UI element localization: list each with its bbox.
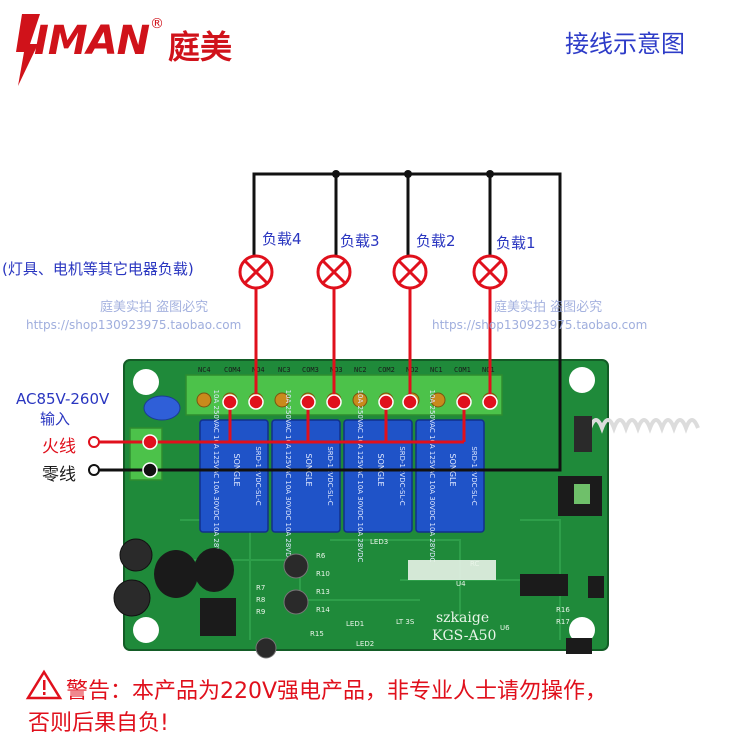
watermark-url: https://shop130923975.taobao.com	[432, 318, 648, 332]
board-label: R7	[256, 584, 265, 592]
board-label: R14	[316, 606, 330, 614]
board-label: R13	[316, 588, 330, 596]
terminal-label: NO3	[330, 366, 343, 374]
board-label: R15	[310, 630, 324, 638]
relay-3	[271, 419, 341, 533]
load-note: (灯具、电机等其它电器负载)	[2, 260, 194, 278]
relay-rating: 10A 250VAC 10A 125VAC 10A 30VDC 10A 28VD…	[428, 390, 436, 563]
board-label: LED3	[370, 538, 388, 546]
terminal-label: COM4	[224, 366, 241, 374]
jumper	[566, 638, 592, 654]
logo-text: IMAN	[34, 18, 150, 64]
push-button	[588, 576, 604, 598]
warning-line-1: 警告：本产品为220V强电产品，非专业人士请勿操作，	[66, 679, 608, 704]
neutral-wire-label: 零线	[42, 465, 76, 485]
terminal-label: NC1	[430, 366, 443, 374]
warning-message: 警告：本产品为220V强电产品，非专业人士请勿操作， 否则后果自负!	[28, 676, 732, 740]
board-label: R9	[256, 608, 265, 616]
spring-antenna	[588, 418, 700, 434]
board-label: U6	[500, 624, 510, 632]
ac-input-voltage: AC85V-260V	[16, 390, 110, 408]
relay-model: SRD-12VDC-SL-C	[254, 446, 262, 505]
diagram-title: 接线示意图	[565, 30, 685, 58]
board-brand: szkaige	[436, 610, 489, 626]
terminal-connection-dots	[142, 394, 498, 450]
safety-capacitor	[143, 395, 181, 421]
terminal-label: NO4	[252, 366, 265, 374]
terminal-label: NO1	[482, 366, 495, 374]
terminal-label: COM1	[454, 366, 471, 374]
lightning-icon	[16, 14, 40, 86]
board-label: R10	[316, 570, 330, 578]
board-label: R17	[556, 618, 570, 626]
live-wire-label: 火线	[42, 437, 76, 457]
watermark-text: 庭美实拍 盗图必究	[100, 300, 209, 315]
relay-group	[199, 419, 485, 533]
relay-4	[199, 419, 269, 533]
warning-line-2: 否则后果自负!	[28, 711, 169, 736]
lamp-load-2	[392, 254, 428, 290]
logo-registered-mark: ®	[150, 16, 164, 32]
load-label-4: 负载4	[262, 230, 302, 248]
board-label: RC	[470, 560, 480, 568]
live-input-terminal	[88, 436, 100, 448]
board-label: R8	[256, 596, 265, 604]
inductor-coil	[194, 548, 234, 592]
load-label-3: 负载3	[340, 232, 380, 250]
terminal-label: COM2	[378, 366, 395, 374]
logo-chinese-name: 庭美	[168, 28, 233, 66]
neutral-input-terminal	[88, 464, 100, 476]
relay-model: SRD-12VDC-SL-C	[398, 446, 406, 505]
terminal-label: NC3	[278, 366, 291, 374]
small-capacitor	[255, 637, 277, 659]
small-capacitor	[283, 553, 309, 579]
ic-chip	[520, 574, 568, 596]
terminal-label: NO2	[406, 366, 419, 374]
relay-1	[415, 419, 485, 533]
terminal-label: COM3	[302, 366, 319, 374]
red-load-wires	[254, 288, 492, 402]
lamp-load-3	[316, 254, 352, 290]
relay-model: SRD-12VDC-SL-C	[470, 446, 478, 505]
ic-footprint	[408, 560, 496, 580]
electrolytic-capacitor	[119, 538, 153, 572]
mount-hole	[569, 617, 595, 643]
watermark-text: 庭美实拍 盗图必究	[494, 300, 603, 315]
relay-model: SRD-12VDC-SL-C	[326, 446, 334, 505]
relay-rating: 10A 250VAC 10A 125VAC 10A 30VDC 10A 28VD…	[212, 390, 220, 563]
mount-hole	[569, 367, 595, 393]
relay-rating: 10A 250VAC 10A 125VAC 10A 30VDC 10A 28VD…	[284, 390, 292, 563]
black-wire-bus	[94, 172, 562, 472]
terminal-block	[185, 374, 503, 416]
relay-rating: 10A 250VAC 10A 125VAC 10A 30VDC 10A 28VD…	[356, 390, 364, 563]
terminal-label-group: NC4 COM4 NO4 NC3 COM3 NO3 NC2 COM2 NO2 N…	[198, 366, 495, 374]
mount-hole	[133, 617, 159, 643]
electrolytic-capacitor	[113, 579, 151, 617]
antenna-base	[574, 416, 592, 452]
board-model: KGS-A50	[432, 628, 496, 644]
watermark-url: https://shop130923975.taobao.com	[26, 318, 242, 332]
lamp-load-4	[238, 254, 274, 290]
warning-icon	[25, 669, 63, 700]
load-label-1: 负载1	[496, 234, 536, 252]
ac-input-label: 输入	[40, 410, 71, 428]
terminal-label: NC2	[354, 366, 367, 374]
board-label: R6	[316, 552, 326, 560]
board-label: U4	[456, 580, 466, 588]
board-label: LT 3S	[396, 618, 415, 626]
relay-2	[343, 419, 413, 533]
load-label-2: 负载2	[416, 232, 456, 250]
terminal-label: NC4	[198, 366, 211, 374]
rf-module-part	[574, 484, 590, 504]
small-capacitor	[283, 589, 309, 615]
inductor-coil	[154, 550, 198, 598]
mount-hole	[133, 369, 159, 395]
board-label: LED2	[356, 640, 374, 648]
board-label: R16	[556, 606, 570, 614]
lamp-load-1	[472, 254, 508, 290]
ic-chip	[200, 598, 236, 636]
board-label: LED1	[346, 620, 364, 628]
